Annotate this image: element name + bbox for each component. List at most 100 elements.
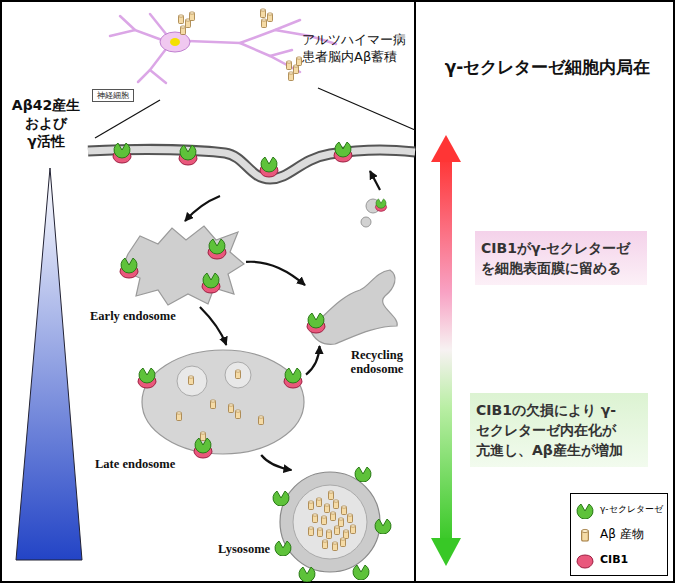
icon <box>339 518 344 527</box>
icon <box>325 504 330 513</box>
neuron-body <box>160 32 190 52</box>
organelle-label: Late endosome <box>95 457 175 471</box>
icon <box>318 528 323 537</box>
shape-outline <box>305 266 402 346</box>
vesicle-protein <box>375 199 386 211</box>
organelle-label: Early endosome <box>90 309 176 323</box>
icon <box>202 273 220 293</box>
box-text: CIB1がγ-セクレターゼ を細胞表面膜に留める <box>481 238 641 278</box>
box-label: 神経細胞 <box>93 90 133 101</box>
endosome-shape <box>142 350 304 454</box>
legend-text: Aβ 産物 <box>600 526 644 543</box>
icon <box>333 542 338 551</box>
icon <box>177 412 182 421</box>
panel-title: γ-セクレターゼ細胞内局在 <box>420 56 675 78</box>
icon <box>194 438 212 458</box>
icon <box>351 525 356 534</box>
trafficking-arrow <box>246 262 305 285</box>
icon <box>317 498 322 507</box>
endosome-shape <box>310 270 397 344</box>
icon <box>275 541 291 556</box>
icon <box>236 410 241 419</box>
icon <box>259 416 264 425</box>
legend-row: Aβ 産物 <box>574 522 664 547</box>
lysosome-shape <box>280 472 380 572</box>
icon <box>309 501 314 510</box>
organelle-label: Recycling endosome <box>345 348 409 376</box>
annotation: アルツハイマー病 患者脳内Aβ蓄積 <box>302 31 414 65</box>
trafficking-arrow <box>200 307 226 345</box>
shape-outline <box>118 222 246 307</box>
trafficking-arrow <box>306 346 320 375</box>
icon <box>323 540 328 549</box>
legend-row: CIB1 <box>574 547 664 572</box>
neuron-nucleus <box>170 38 180 46</box>
text-box: CIB1がγ-セクレターゼ を細胞表面膜に留める <box>475 231 647 285</box>
icon <box>307 313 325 333</box>
neuron-dendrites <box>110 14 336 83</box>
legend-symbol <box>574 551 596 569</box>
icon <box>211 400 216 409</box>
membrane-proteins <box>113 142 352 177</box>
cell-label-box: 神経細胞 <box>92 89 134 102</box>
icon <box>341 538 346 547</box>
gradient-triangle <box>16 168 82 560</box>
text-box: CIB1の欠損により γ-セクレターゼ内在化が 亢進し、Aβ産生が増加 <box>470 393 648 467</box>
legend-box: γ-セクレターゼ Aβ 産物 CIB1 <box>570 493 668 576</box>
icon <box>353 565 369 580</box>
icon <box>355 467 371 482</box>
legend-row: γ-セクレターゼ <box>574 497 664 522</box>
icon <box>309 527 314 536</box>
legend-symbol <box>574 501 596 519</box>
vesicle <box>361 217 371 227</box>
legend-text: γ-セクレターゼ <box>600 503 663 516</box>
icon <box>313 514 318 523</box>
icon <box>334 500 339 509</box>
icon <box>322 516 327 525</box>
organelle-label: Lysosome <box>216 542 272 556</box>
icon <box>284 368 302 388</box>
icon <box>375 519 391 534</box>
lysosome: Lysosome <box>278 470 382 574</box>
icon <box>342 506 347 515</box>
icon <box>299 567 315 582</box>
icon <box>344 530 349 539</box>
shape-outline <box>140 345 306 455</box>
box-text: CIB1の欠損により γ-セクレターゼ内在化が 亢進し、Aβ産生が増加 <box>476 400 642 460</box>
endocytosis-arrow <box>185 196 220 221</box>
plasma-membrane <box>88 150 415 179</box>
icon <box>120 258 138 278</box>
recycling-endosome: Recycling endosome <box>305 266 402 346</box>
lysosome-lumen <box>293 485 367 559</box>
recycling-arrow <box>370 171 380 190</box>
icon <box>273 491 289 506</box>
endosome-shape <box>121 226 244 305</box>
icon <box>335 526 340 535</box>
icon <box>236 370 241 379</box>
icon <box>331 512 336 521</box>
icon <box>138 368 156 388</box>
double-arrow <box>431 135 461 566</box>
icon <box>348 514 353 523</box>
late-endosome: Late endosome <box>140 345 306 455</box>
trafficking-arrow <box>261 455 291 470</box>
zoom-line <box>318 88 415 130</box>
early-endosome: Early endosome <box>118 222 246 307</box>
icon <box>329 491 334 500</box>
intraluminal-vesicle <box>225 362 251 388</box>
icon <box>201 432 206 441</box>
panel-divider <box>414 0 416 583</box>
legend-symbol <box>574 526 596 544</box>
shape-outline <box>278 470 382 574</box>
axis-label: Aβ42産生 および γ活性 <box>6 96 86 150</box>
legend-text: CIB1 <box>600 553 628 566</box>
icon <box>327 530 332 539</box>
icon <box>208 239 226 259</box>
zoom-line <box>95 100 160 138</box>
icon <box>189 376 194 385</box>
intraluminal-vesicle <box>177 366 207 396</box>
abeta-deposits <box>179 9 302 81</box>
icon <box>229 404 234 413</box>
